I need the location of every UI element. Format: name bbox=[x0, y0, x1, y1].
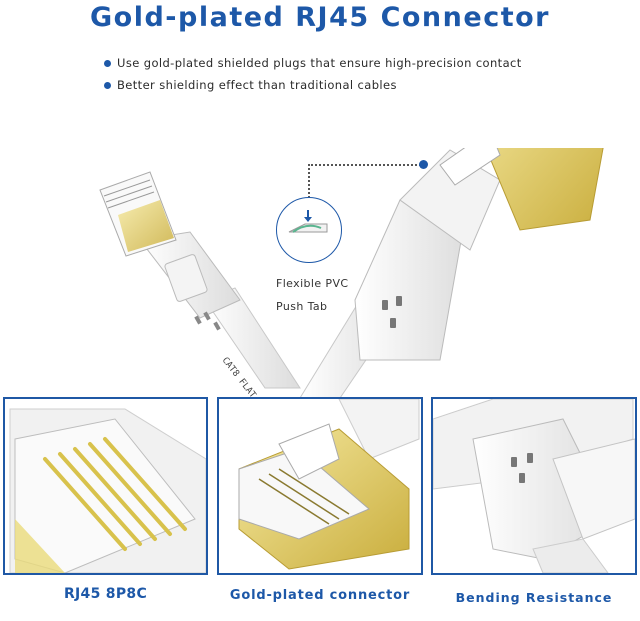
push-tab-detail-icon bbox=[276, 197, 342, 263]
feature-item: Better shielding effect than traditional… bbox=[104, 74, 522, 96]
cable-connectors-illustration: CAT8 FLAT bbox=[99, 148, 604, 398]
callout-label: Flexible PVC Push Tab bbox=[276, 272, 366, 318]
bending-cable-illustration bbox=[433, 399, 635, 573]
detail-panel-rj45 bbox=[3, 397, 208, 575]
callout-line-1: Flexible PVC bbox=[276, 277, 349, 290]
feature-item: Use gold-plated shielded plugs that ensu… bbox=[104, 52, 522, 74]
feature-text: Better shielding effect than traditional… bbox=[117, 78, 397, 92]
rj45-contacts-illustration bbox=[5, 399, 206, 573]
bullet-dot-icon bbox=[104, 81, 111, 89]
detail-panel-gold-connector bbox=[217, 397, 423, 575]
callout-line-2: Push Tab bbox=[276, 300, 328, 313]
feature-list: Use gold-plated shielded plugs that ensu… bbox=[104, 52, 522, 96]
callout-leader-line bbox=[308, 164, 424, 198]
panel-caption-rj45: RJ45 8P8C bbox=[63, 586, 148, 602]
bullet-dot-icon bbox=[104, 59, 111, 67]
gold-connector-illustration bbox=[219, 399, 421, 573]
rj45-plug-right bbox=[485, 148, 604, 231]
detail-panel-bending bbox=[431, 397, 637, 575]
callout-dot-icon bbox=[419, 160, 428, 169]
page-title: Gold-plated RJ45 Connector bbox=[90, 2, 550, 33]
feature-text: Use gold-plated shielded plugs that ensu… bbox=[117, 56, 522, 70]
panel-caption-bending: Bending Resistance bbox=[455, 590, 613, 605]
panel-caption-gold-connector: Gold-plated connector bbox=[229, 588, 411, 603]
cable-boot-right bbox=[354, 189, 471, 361]
